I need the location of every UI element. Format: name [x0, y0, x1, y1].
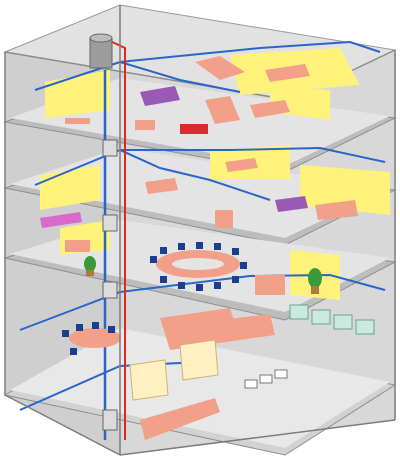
cylinder-chimney-icon — [90, 34, 112, 68]
shelf-2b — [65, 240, 90, 252]
sofa-red — [180, 124, 208, 134]
conference-table-hole — [172, 258, 224, 270]
shelf-0a — [180, 340, 218, 380]
indoor-unit-icon — [103, 410, 117, 430]
shelf-2 — [215, 210, 233, 228]
shelf-3 — [135, 120, 155, 130]
shelf-0b — [130, 360, 168, 400]
indoor-unit-icon — [103, 140, 117, 156]
shelf-1 — [255, 275, 285, 295]
bench-3 — [65, 118, 90, 124]
indoor-unit-icon — [103, 282, 117, 298]
indoor-unit-icon — [103, 215, 117, 231]
